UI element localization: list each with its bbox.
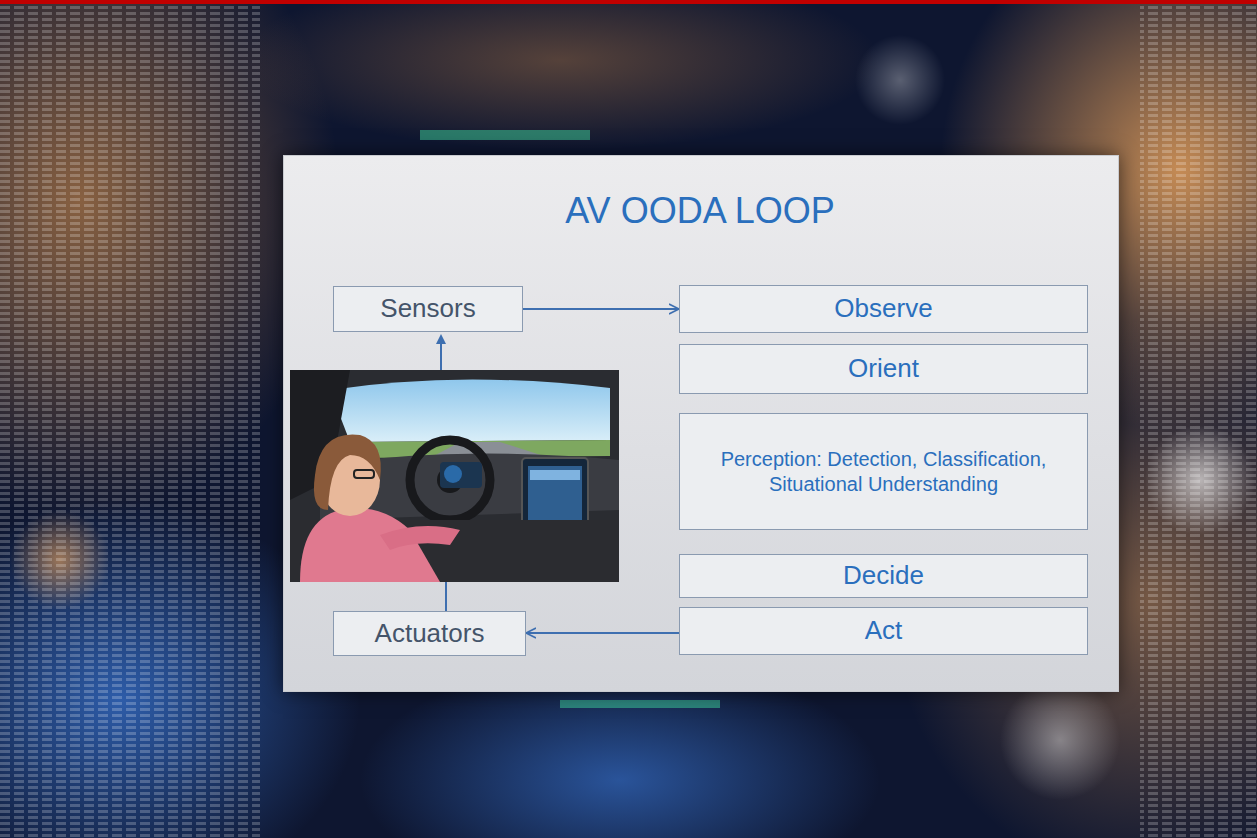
car-interior-photo <box>290 370 619 582</box>
photo-to-actuators-line <box>445 582 447 611</box>
box-label: Sensors <box>380 293 475 325</box>
box-label: Decide <box>843 560 924 592</box>
sensor-box: Sensors <box>333 286 523 332</box>
actuator-box: Actuators <box>333 611 526 656</box>
box-label: Perception: Detection, Classification, S… <box>688 447 1079 496</box>
photo-to-sensors-arrow <box>440 339 442 370</box>
box-label: Orient <box>848 353 919 385</box>
box-label: Act <box>865 615 903 647</box>
flow-arrow <box>526 632 679 634</box>
perception-box: Perception: Detection, Classification, S… <box>679 413 1088 530</box>
flow-arrow <box>523 308 679 310</box>
stage-box: Decide <box>679 554 1088 598</box>
stage-box: Observe <box>679 285 1088 333</box>
diagram-title: AV OODA LOOP <box>565 190 834 232</box>
box-label: Observe <box>834 293 932 325</box>
stage-box: Orient <box>679 344 1088 394</box>
box-label: Actuators <box>375 618 485 650</box>
top-accent-bar <box>0 0 1257 4</box>
stage-box: Act <box>679 607 1088 655</box>
